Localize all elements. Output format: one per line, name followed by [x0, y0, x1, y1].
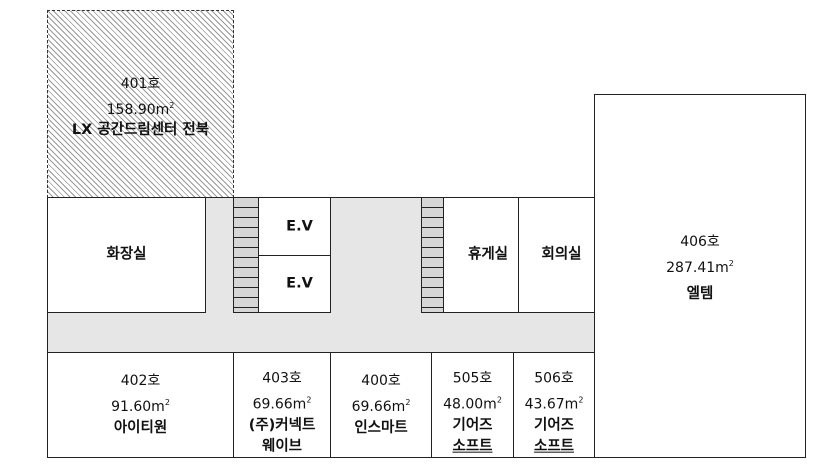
room-name: E.V	[286, 218, 313, 234]
room-name: 휴게실	[467, 246, 509, 263]
sup: 2	[164, 398, 170, 408]
room-tenant: 웨이브	[261, 438, 303, 455]
room-tenant: 기어즈	[452, 417, 493, 434]
room-area: 158.90m	[106, 101, 170, 118]
sup: 2	[306, 395, 312, 405]
room-name: 화장실	[106, 246, 147, 263]
room-number: 406호	[680, 233, 720, 250]
room-area: 287.41m	[666, 259, 729, 276]
room-tenant: 소프트	[533, 438, 575, 455]
room-402[interactable]: 402호 91.60m2 아이티원	[47, 352, 234, 458]
room-tenant: 엘템	[686, 286, 714, 303]
room-area: 48.00m	[443, 396, 497, 413]
room-area: 69.66m	[252, 396, 307, 413]
room-toilet[interactable]: 화장실	[47, 197, 206, 313]
sup: 2	[405, 398, 411, 408]
elevator-2: E.V	[258, 255, 331, 313]
room-tenant: 인스마트	[354, 419, 408, 436]
room-area: 91.60m	[111, 398, 165, 415]
room-tenant: 기어즈	[533, 417, 575, 434]
stairs-right	[421, 197, 444, 313]
sup: 2	[496, 395, 502, 405]
sup: 2	[728, 258, 734, 268]
room-number: 402호	[120, 373, 161, 390]
room-lounge[interactable]: 휴게실	[443, 197, 519, 313]
stairs-left	[233, 197, 259, 313]
elevator-1: E.V	[258, 197, 331, 256]
sup: 2	[169, 100, 175, 110]
room-area: 69.66m	[351, 398, 406, 415]
room-name: 회의실	[541, 246, 582, 263]
room-tenant: 소프트	[452, 438, 493, 455]
room-406[interactable]: 406호 287.41m2 엘템	[594, 94, 806, 458]
room-area: 43.67m	[524, 396, 579, 413]
room-number: 401호	[120, 75, 161, 92]
room-number: 400호	[361, 373, 401, 390]
room-tenant: (주)커넥트	[248, 417, 316, 434]
room-name: E.V	[286, 275, 313, 292]
room-401[interactable]: 401호 158.90m2 LX 공간드림센터 전북	[47, 10, 234, 198]
room-400[interactable]: 400호 69.66m2 인스마트	[330, 352, 432, 458]
room-tenant: LX 공간드림센터 전북	[71, 122, 210, 139]
room-number: 506호	[534, 370, 574, 387]
sup: 2	[578, 395, 584, 405]
room-number: 505호	[452, 370, 493, 387]
room-tenant: 아이티원	[113, 419, 168, 436]
room-number: 403호	[262, 370, 302, 387]
room-meeting[interactable]: 회의실	[518, 197, 595, 313]
